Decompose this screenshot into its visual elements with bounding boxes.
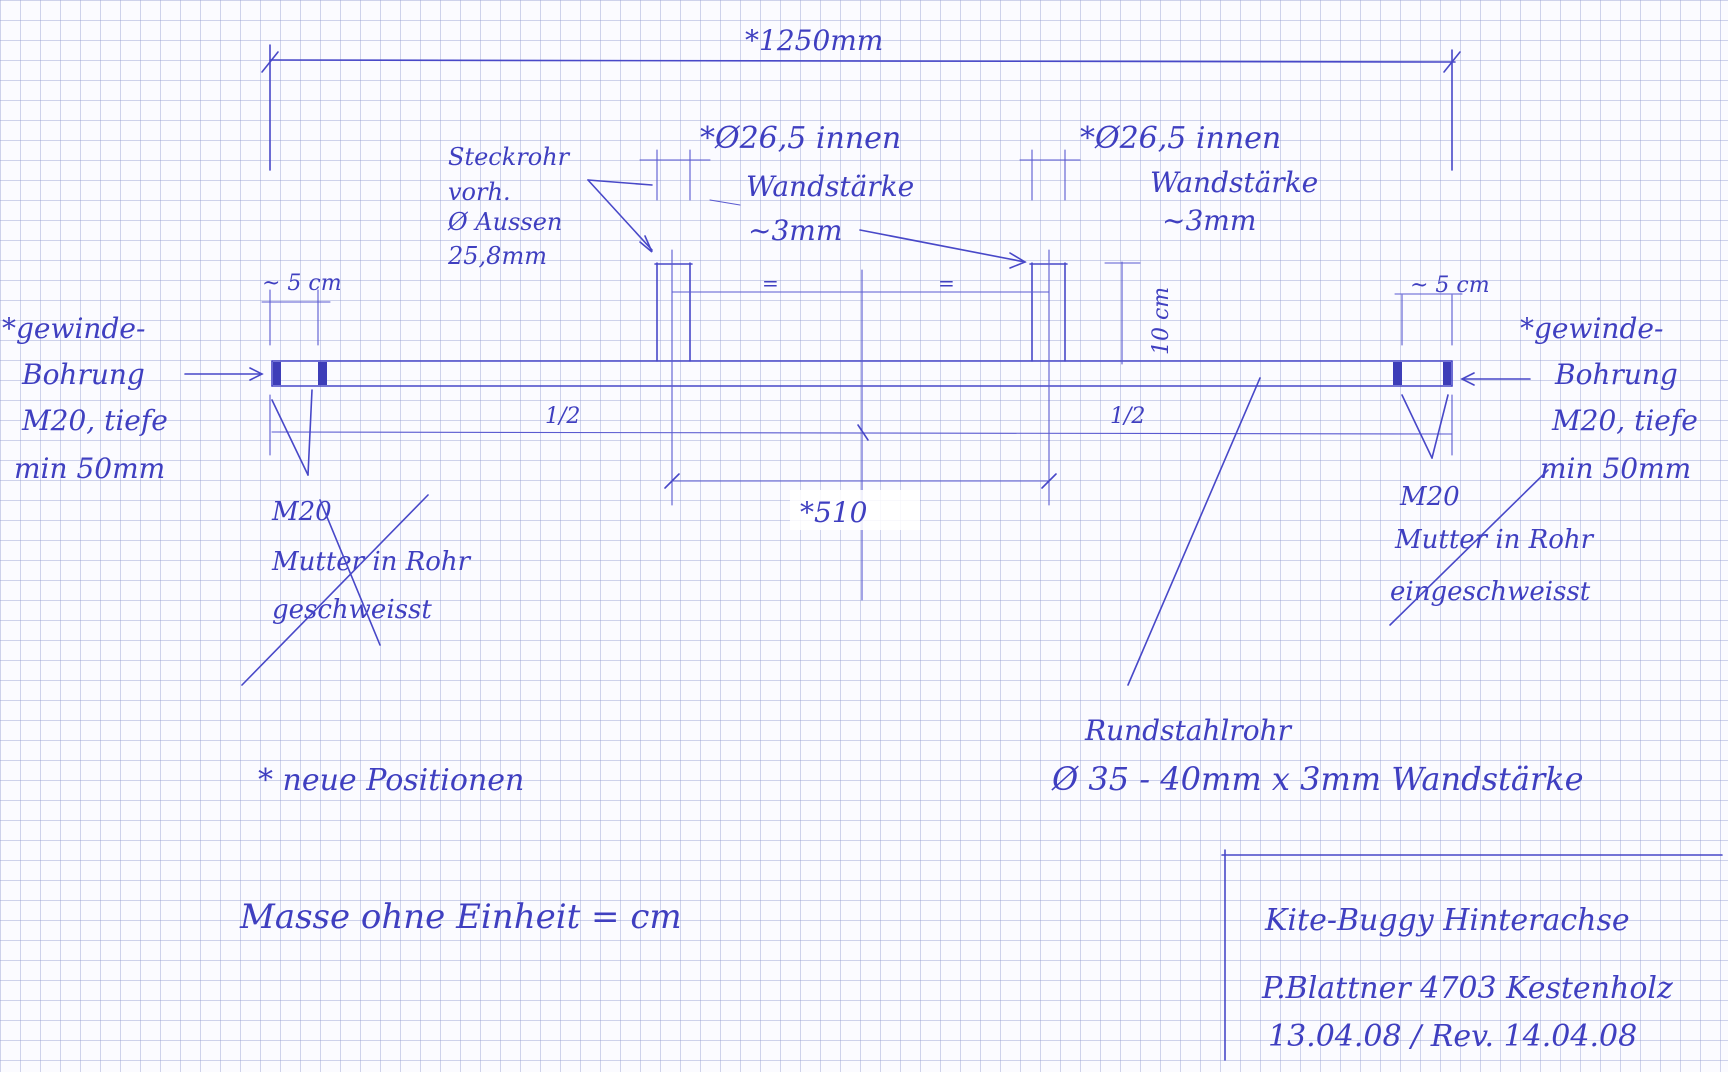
title-block-author: P.Blattner 4703 Kestenholz (1261, 971, 1673, 1006)
crossed-right-line3: eingeschweisst (1390, 577, 1591, 607)
socket-right-wall-2: ~3mm (1162, 204, 1256, 237)
thread-right-line4: min 50mm (1540, 452, 1691, 485)
half-right-label: 1/2 (1110, 404, 1145, 429)
thread-left-line2: Bohrung (21, 358, 145, 391)
crossed-right-line2: Mutter in Rohr (1394, 525, 1595, 555)
thread-right-note: *gewinde- Bohrung M20, tiefe min 50mm (1460, 312, 1698, 485)
crossed-left-line1: M20 (271, 497, 332, 527)
crossed-note-left: M20 Mutter in Rohr geschweisst (241, 389, 472, 686)
overall-length-label: *1250mm (745, 24, 883, 57)
socket-left-notes: *Ø26,5 innen Wandstärke ~3mm (700, 121, 1027, 269)
center-span-label: *510 (800, 496, 867, 529)
thread-left-line1: *gewinde- (2, 312, 145, 345)
socket-right-wall-1: Wandstärke (1150, 166, 1318, 199)
overall-dimension: *1250mm (261, 24, 1461, 171)
crossed-right-strike (1389, 469, 1549, 626)
center-span-dimension: *510 (664, 473, 1057, 530)
tube-spec-leader (1127, 377, 1261, 686)
half-left-label: 1/2 (545, 404, 580, 429)
thread-end-right-outer (1443, 362, 1451, 385)
socket-left-wall-2: ~3mm (748, 214, 842, 247)
title-block-dates: 13.04.08 / Rev. 14.04.08 (1268, 1019, 1637, 1054)
half-dimension-line (271, 431, 1453, 435)
thread-left-line3: M20, tiefe (21, 404, 168, 437)
overall-tick-left (261, 51, 279, 73)
socket-left-wall-dash (709, 199, 741, 206)
tube-spec-line2: Ø 35 - 40mm x 3mm Wandstärke (1051, 760, 1584, 798)
center-span-tick-left (664, 473, 680, 489)
steckrohr-line3: Ø Aussen (447, 208, 562, 236)
socket-left-diameter: *Ø26,5 innen (700, 121, 901, 156)
overall-dimension-line (269, 59, 1456, 63)
steckrohr-line1: Steckrohr (448, 143, 571, 171)
half-tick-center (857, 424, 869, 441)
half-dimensions: 1/2 1/2 (269, 394, 1453, 456)
crossed-right-leader-a (1401, 394, 1433, 459)
wall-arrow-right-head (1009, 252, 1027, 269)
crossed-left-strike-b (319, 499, 381, 646)
thread-end-left-inner (318, 362, 327, 385)
socket-height-label: 10 cm (1149, 287, 1174, 355)
title-block: Kite-Buggy Hinterachse P.Blattner 4703 K… (1221, 849, 1723, 1061)
center-span-tick-right (1041, 473, 1057, 489)
steckrohr-line2: vorh. (448, 178, 511, 206)
socket-left-wall-1: Wandstärke (746, 170, 914, 203)
thread-left-line4: min 50mm (14, 452, 165, 485)
crossed-right-leader-b (1431, 394, 1449, 459)
steckrohr-line4: 25,8mm (447, 242, 547, 270)
end-dimension-left: ~ 5 cm (261, 271, 342, 346)
thread-right-line1: *gewinde- (1520, 312, 1663, 345)
title-block-title: Kite-Buggy Hinterachse (1264, 903, 1630, 938)
socket-height-dimension: 10 cm (1104, 261, 1174, 365)
steckrohr-leader-b (587, 179, 653, 251)
end-left-label: ~ 5 cm (262, 271, 342, 296)
units-note: Masse ohne Einheit = cm (239, 897, 682, 937)
crossed-left-strike (241, 494, 429, 686)
crossed-left-leader-b (271, 399, 309, 476)
crossed-note-right: M20 Mutter in Rohr eingeschweisst (1389, 394, 1595, 626)
overall-tick-right (1443, 51, 1461, 73)
steckrohr-leader-a (587, 179, 653, 186)
steckrohr-note: Steckrohr vorh. Ø Aussen 25,8mm (447, 143, 653, 270)
tube-spec-line1: Rundstahlrohr (1084, 714, 1293, 747)
steckrohr-arrow-head (639, 235, 653, 253)
socket-spacing: = = (671, 269, 1050, 601)
thread-right-line3: M20, tiefe (1551, 404, 1698, 437)
socket-right-diameter: *Ø26,5 innen (1080, 121, 1281, 156)
equal-mark-left: = (762, 271, 779, 295)
thread-right-arrow-head (1460, 372, 1475, 386)
crossed-right-line1: M20 (1399, 482, 1460, 512)
thread-left-arrow-head (249, 367, 264, 381)
crossed-left-leader-a (307, 389, 313, 476)
center-span-label-backdrop (790, 490, 920, 530)
socket-left (639, 149, 711, 506)
crossed-left-line2: Mutter in Rohr (271, 547, 472, 577)
thread-left-note: *gewinde- Bohrung M20, tiefe min 50mm (2, 312, 264, 485)
end-right-label: ~ 5 cm (1410, 273, 1490, 298)
equal-mark-right: = (938, 271, 955, 295)
thread-end-right-inner (1393, 362, 1402, 385)
socket-right-notes: *Ø26,5 innen Wandstärke ~3mm (1080, 121, 1318, 237)
thread-end-left-outer (273, 362, 281, 385)
wall-arrow-right (859, 229, 1026, 263)
end-dimension-right: ~ 5 cm (1394, 273, 1490, 346)
socket-right (1019, 149, 1081, 506)
new-positions-note: * neue Positionen (258, 763, 524, 798)
tube-spec-note: Rundstahlrohr Ø 35 - 40mm x 3mm Wandstär… (1051, 377, 1584, 798)
crossed-left-line3: geschweisst (272, 595, 432, 625)
thread-right-line2: Bohrung (1554, 358, 1678, 391)
